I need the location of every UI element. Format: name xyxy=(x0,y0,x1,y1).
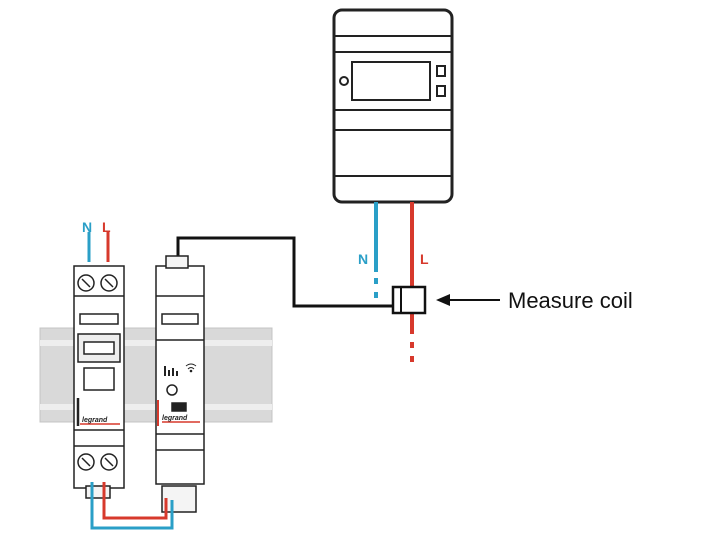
measure-coil-cable xyxy=(176,236,393,308)
bottom-live-link xyxy=(102,482,168,520)
bar-graph-icon xyxy=(164,366,178,376)
breaker-live-label: L xyxy=(102,219,111,235)
meter-button-icon xyxy=(339,76,349,86)
breaker-neutral-label: N xyxy=(82,219,92,235)
bottom-neutral-link xyxy=(90,482,174,530)
wifi-icon xyxy=(185,363,197,373)
module-brand-label: legrand xyxy=(162,415,188,422)
measurement-module xyxy=(155,255,205,513)
measure-coil xyxy=(391,285,427,315)
breaker-brand-label: legrand xyxy=(82,417,108,424)
arrow-left-icon xyxy=(436,294,500,306)
circuit-breaker xyxy=(73,265,125,499)
meter-live-label: L xyxy=(420,251,429,267)
meter-neutral-label: N xyxy=(358,251,368,267)
electricity-meter xyxy=(332,8,454,204)
measure-coil-label: Measure coil xyxy=(508,288,633,313)
